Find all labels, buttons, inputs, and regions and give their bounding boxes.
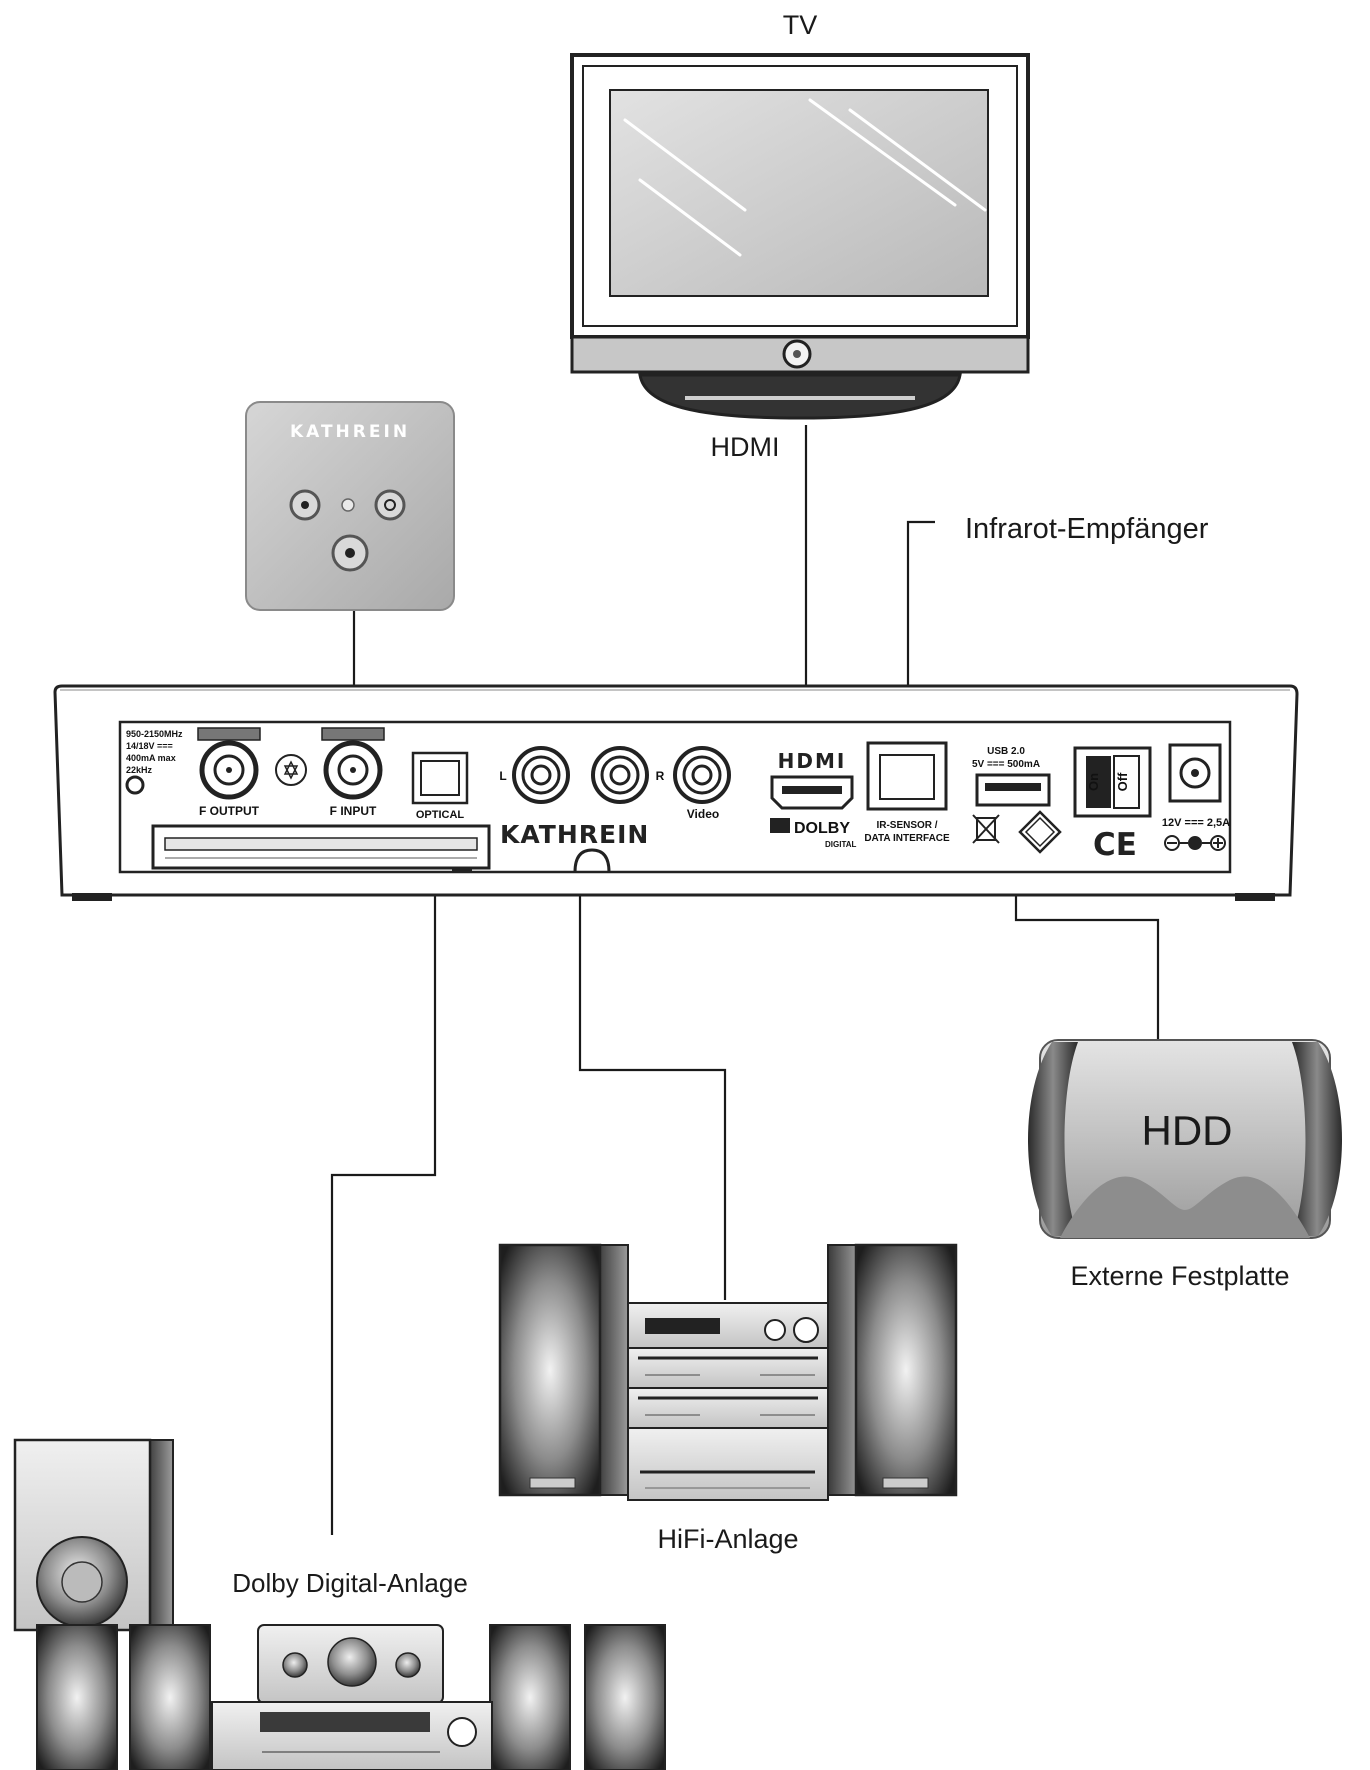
dolby-sub-label: DIGITAL	[825, 840, 857, 849]
tv-label: TV	[783, 10, 818, 40]
socket-screw-icon	[341, 498, 355, 512]
receiver-foot-left	[72, 893, 112, 901]
hdd-side-left	[1028, 1042, 1078, 1236]
external-hdd: HDD Externe Festplatte	[1028, 1039, 1342, 1291]
weee-bin-icon	[972, 814, 1000, 844]
infrared-label: Infrarot-Empfänger	[965, 513, 1209, 545]
receiver-brand: KATHREIN	[500, 820, 649, 849]
hifi-unit-mid-1	[627, 1347, 829, 1389]
hifi-speaker-right-side	[827, 1244, 859, 1496]
hifi-system: HiFi-Anlage	[498, 1243, 958, 1554]
f-input-label: F INPUT	[330, 804, 377, 818]
hdmi-label: HDMI	[711, 432, 780, 462]
optical-label: OPTICAL	[416, 809, 465, 821]
receiver-foot-right	[1235, 893, 1275, 901]
spec-line-1: 950-2150MHz	[126, 729, 183, 739]
tv-bezel-inner	[582, 65, 1018, 327]
surround-speaker-2	[129, 1624, 211, 1770]
dolby-system-label: Dolby Digital-Anlage	[232, 1568, 468, 1598]
spec-line-2: 14/18V ===	[126, 741, 173, 751]
hifi-unit-mid-2	[627, 1387, 829, 1429]
audio-right-label: R	[656, 769, 665, 783]
switch-on-label: On	[1086, 773, 1101, 791]
spec-line-3: 400mA max	[126, 753, 176, 763]
ir-sensor-label: IR-SENSOR /	[876, 820, 937, 831]
hifi-speaker-right	[854, 1243, 958, 1497]
dolby-logo-icon	[770, 818, 790, 833]
dolby-label: DOLBY	[794, 820, 850, 837]
socket-port-radio	[374, 489, 406, 521]
ce-mark: CE	[1093, 827, 1137, 863]
surround-speaker-3	[489, 1624, 571, 1770]
receiver: 950-2150MHz 14/18V === 400mA max 22kHz F…	[53, 684, 1299, 901]
antenna-wall-socket: KATHREIN	[245, 401, 455, 611]
hifi-unit-bottom	[627, 1427, 829, 1501]
tv-screen	[609, 89, 989, 297]
usb-label: USB 2.0	[987, 746, 1025, 757]
hdd-label: HDD	[1142, 1107, 1233, 1154]
external-hdd-label: Externe Festplatte	[1070, 1261, 1289, 1291]
cable-optical-dolby	[330, 790, 437, 1535]
reset-hole	[125, 775, 145, 795]
cable-audio-hifi	[578, 770, 727, 1300]
power-rating-label: 12V === 2,5A	[1162, 817, 1230, 829]
tv-screen-reflection	[623, 98, 987, 257]
switch-off-label: Off	[1115, 772, 1130, 791]
video-label: Video	[687, 807, 719, 821]
class-iii-icon	[1018, 810, 1062, 854]
hdmi-logo: HDMI	[778, 749, 847, 773]
hdd-side-right	[1292, 1042, 1342, 1236]
polarity-icon	[1164, 835, 1226, 851]
hifi-label: HiFi-Anlage	[657, 1524, 798, 1554]
ground-screw-icon	[275, 754, 307, 786]
spec-line-4: 22kHz	[126, 765, 153, 775]
data-interface-label: DATA INTERFACE	[864, 833, 950, 844]
usb-power-label: 5V === 500mA	[972, 759, 1040, 770]
cable-clip	[573, 848, 611, 873]
hdd-stand	[1060, 1176, 1310, 1238]
surround-speaker-4	[584, 1624, 666, 1770]
surround-speaker-1	[36, 1624, 118, 1770]
tv: TV	[570, 10, 1030, 420]
subwoofer-side	[147, 1439, 174, 1631]
audio-left-label: L	[499, 769, 506, 783]
hifi-speaker-left	[498, 1243, 602, 1497]
socket-brand: KATHREIN	[290, 422, 410, 442]
hifi-speaker-left-side	[597, 1244, 629, 1496]
dolby-digital-system: Dolby Digital-Anlage	[13, 1438, 666, 1770]
f-output-label: F OUTPUT	[199, 804, 260, 818]
